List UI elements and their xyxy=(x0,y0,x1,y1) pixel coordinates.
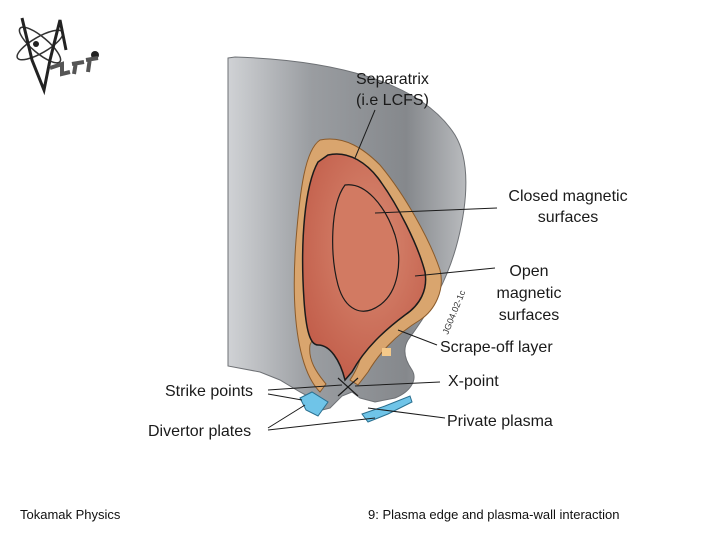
footer-lecture-title: 9: Plasma edge and plasma-wall interacti… xyxy=(368,507,620,522)
label-private-plasma: Private plasma xyxy=(447,413,553,430)
divertor-plate-outer xyxy=(361,395,413,423)
label-open-2: magnetic xyxy=(497,285,562,302)
label-separatrix-1: Separatrix xyxy=(356,71,429,88)
footer-course-title: Tokamak Physics xyxy=(20,507,121,522)
closed-surface xyxy=(332,184,400,312)
label-closed-1: Closed magnetic xyxy=(508,188,627,205)
leader-lines xyxy=(267,109,498,431)
label-strike-points: Strike points xyxy=(165,383,253,400)
label-separatrix-2: (i.e LCFS) xyxy=(356,92,429,109)
label-divertor-plates: Divertor plates xyxy=(148,423,251,440)
institute-logo xyxy=(16,17,99,96)
label-scrape-off: Scrape-off layer xyxy=(440,339,553,356)
label-open-1: Open xyxy=(509,263,548,280)
divertor-plate-inner xyxy=(299,391,329,417)
x-point-marker xyxy=(337,377,359,397)
label-x-point: X-point xyxy=(448,373,499,390)
label-open-3: surfaces xyxy=(499,307,559,324)
figure-code: JG04.02-1c xyxy=(441,288,468,335)
label-closed-2: surfaces xyxy=(538,209,598,226)
sol-highlight xyxy=(382,348,391,356)
